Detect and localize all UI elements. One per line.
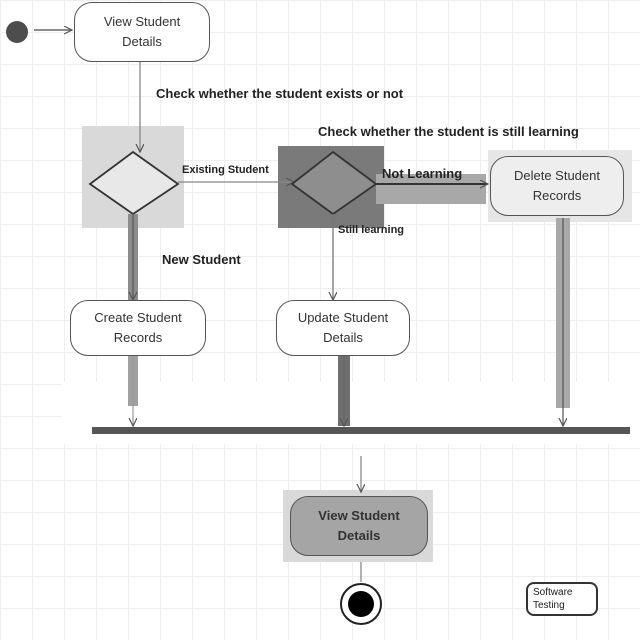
activity-create-student-records: Create Student Records [70, 300, 206, 356]
activity-view-student-details: View Student Details [74, 2, 210, 62]
decision-learning [290, 150, 378, 216]
guard-existing-student: Existing Student [182, 164, 269, 176]
initial-node [6, 21, 28, 43]
watermark-line-2: Testing [533, 600, 565, 611]
activity-update-student-details: Update Student Details [276, 300, 410, 356]
activity-delete-student-records: Delete Student Records [490, 156, 624, 216]
guard-new-student: New Student [162, 252, 241, 267]
activity-view-student-details-final: View Student Details [290, 496, 428, 556]
watermark-logo: Software Testing [526, 582, 598, 616]
final-node [348, 591, 374, 617]
guard-not-learning: Not Learning [382, 166, 463, 181]
join-bar [92, 427, 630, 434]
guard-still-learning: Still learning [338, 224, 405, 236]
decision-exists [88, 150, 180, 216]
note-check-learning: Check whether the student is still learn… [318, 124, 579, 139]
note-check-exists: Check whether the student exists or not [156, 86, 404, 101]
watermark-line-1: Software [533, 587, 573, 598]
not-learning-highlight [376, 174, 486, 204]
